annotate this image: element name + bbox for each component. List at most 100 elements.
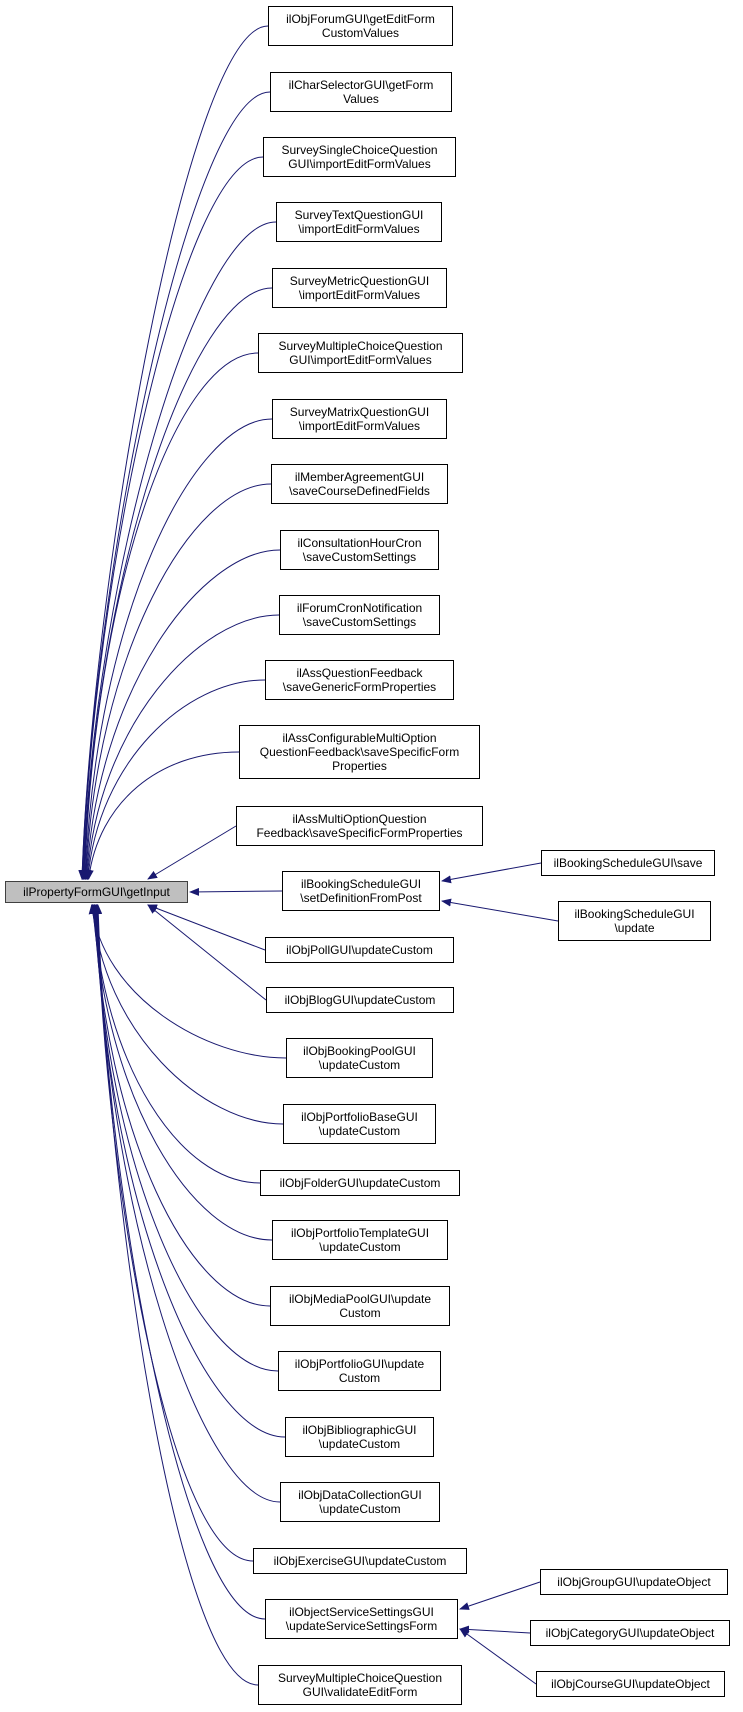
node-label-line: SurveyMatrixQuestionGUI <box>289 405 430 419</box>
node-label-line: GUI\importEditFormValues <box>288 157 431 171</box>
node-label-line: ilBookingScheduleGUI\save <box>553 856 703 870</box>
node-label-line: SurveyMultipleChoiceQuestion <box>277 1671 443 1685</box>
call-edge-n7-to-root <box>82 483 272 880</box>
node-label-line: SurveySingleChoiceQuestion <box>281 143 438 157</box>
caller-function-node[interactable]: ilMemberAgreementGUI\saveCourseDefinedFi… <box>271 464 448 504</box>
call-edge-n15-to-root <box>147 904 267 1001</box>
root-function-node[interactable]: ilPropertyFormGUI\getInput <box>5 881 188 903</box>
node-label-line: Values <box>343 92 379 106</box>
node-label-line: \saveCourseDefinedFields <box>289 484 430 498</box>
caller-function-node[interactable]: ilBookingScheduleGUI\setDefinitionFromPo… <box>282 871 440 911</box>
node-label-line: ilObjGroupGUI\updateObject <box>557 1575 711 1589</box>
caller-function-node[interactable]: ilObjPollGUI\updateCustom <box>265 937 454 963</box>
caller-function-node[interactable]: ilObjDataCollectionGUI\updateCustom <box>280 1482 440 1522</box>
node-label-line: ilAssQuestionFeedback <box>296 666 423 680</box>
node-label-line: ilPropertyFormGUI\getInput <box>23 885 170 899</box>
node-label-line: ilObjPortfolioGUI\update <box>294 1357 425 1371</box>
caller-function-node[interactable]: ilObjPortfolioBaseGUI\updateCustom <box>283 1104 436 1144</box>
node-label-line: Custom <box>338 1371 381 1385</box>
node-label-line: ilObjPortfolioTemplateGUI <box>290 1226 430 1240</box>
caller-function-node[interactable]: ilObjCourseGUI\updateObject <box>536 1671 725 1697</box>
node-label-line: GUI\importEditFormValues <box>289 353 432 367</box>
caller-function-node[interactable]: ilConsultationHourCron\saveCustomSetting… <box>280 530 439 570</box>
node-label-line: \setDefinitionFromPost <box>300 891 422 905</box>
node-label-line: ilObjPortfolioBaseGUI <box>301 1110 418 1124</box>
call-edge-n29-to-n25 <box>459 1581 541 1610</box>
node-label-line: ilObjBibliographicGUI <box>302 1423 417 1437</box>
caller-function-node[interactable]: ilObjFolderGUI\updateCustom <box>260 1170 460 1196</box>
caller-function-node[interactable]: ilObjectServiceSettingsGUI\updateService… <box>265 1599 458 1639</box>
caller-function-node[interactable]: SurveyMatrixQuestionGUI\importEditFormVa… <box>272 399 447 439</box>
node-label-line: \updateCustom <box>318 1437 401 1451</box>
call-edge-n5-to-root <box>80 352 259 880</box>
call-edge-n13-to-root <box>189 887 283 896</box>
node-label-line: ilConsultationHourCron <box>297 536 422 550</box>
node-label-line: ilCharSelectorGUI\getForm <box>288 78 434 92</box>
node-label-line: ilObjBookingPoolGUI <box>303 1044 416 1058</box>
node-label-line: ilObjFolderGUI\updateCustom <box>279 1176 441 1190</box>
node-label-line: ilAssConfigurableMultiOption <box>282 731 437 745</box>
caller-function-node[interactable]: ilObjExerciseGUI\updateCustom <box>253 1548 467 1574</box>
node-label-line: Custom <box>339 1306 381 1320</box>
caller-function-node[interactable]: ilObjBibliographicGUI\updateCustom <box>285 1417 434 1457</box>
call-edge-n14-to-root <box>147 904 266 951</box>
node-label-line: ilObjForumGUI\getEditForm <box>286 12 435 26</box>
caller-function-node[interactable]: ilObjPortfolioTemplateGUI\updateCustom <box>272 1220 448 1260</box>
call-edge-n18-to-root <box>89 904 261 1184</box>
node-label-line: \updateCustom <box>319 1502 401 1516</box>
call-edge-n30-to-n25 <box>459 1625 531 1634</box>
node-label-line: \saveCustomSettings <box>302 615 417 629</box>
caller-function-node[interactable]: ilObjCategoryGUI\updateObject <box>530 1620 730 1646</box>
node-label-line: ilObjCourseGUI\updateObject <box>551 1677 710 1691</box>
call-edge-n11-to-root <box>85 751 240 880</box>
caller-function-node[interactable]: SurveyTextQuestionGUI\importEditFormValu… <box>276 202 442 242</box>
caller-function-node[interactable]: ilBookingScheduleGUI\update <box>558 901 711 941</box>
node-label-line: SurveyMultipleChoiceQuestion <box>278 339 443 353</box>
call-edge-n8-to-root <box>83 549 281 880</box>
call-edge-n16-to-root <box>88 904 287 1059</box>
node-label-line: Properties <box>332 759 387 773</box>
node-label-line: ilObjBlogGUI\updateCustom <box>284 993 436 1007</box>
node-label-line: \updateCustom <box>319 1240 401 1254</box>
node-label-line: ilForumCronNotification <box>296 601 423 615</box>
caller-function-node[interactable]: ilBookingScheduleGUI\save <box>541 850 715 876</box>
caller-function-node[interactable]: ilForumCronNotification\saveCustomSettin… <box>279 595 440 635</box>
node-label-line: \update <box>614 921 655 935</box>
node-label-line: ilMemberAgreementGUI <box>294 470 425 484</box>
caller-function-node[interactable]: ilAssQuestionFeedback\saveGenericFormPro… <box>265 660 454 700</box>
node-label-line: \saveGenericFormProperties <box>282 680 437 694</box>
call-edge-n9-to-root <box>83 614 280 880</box>
node-label-line: \importEditFormValues <box>298 222 420 236</box>
call-edge-n6-to-root <box>81 418 273 880</box>
call-edge-n22-to-root <box>91 904 286 1438</box>
node-label-line: \saveCustomSettings <box>302 550 417 564</box>
caller-function-node[interactable]: ilObjBlogGUI\updateCustom <box>266 987 454 1013</box>
call-edge-n27-to-n13 <box>441 862 542 884</box>
node-label-line: \importEditFormValues <box>298 419 421 433</box>
caller-function-node[interactable]: ilObjGroupGUI\updateObject <box>540 1569 728 1595</box>
caller-function-node[interactable]: ilObjBookingPoolGUI\updateCustom <box>286 1038 433 1078</box>
node-label-line: ilAssMultiOptionQuestion <box>292 812 427 826</box>
call-edge-n12-to-root <box>147 825 237 880</box>
call-edge-n2-to-root <box>78 156 264 880</box>
node-label-line: ilObjMediaPoolGUI\update <box>288 1292 432 1306</box>
node-label-line: \updateServiceSettingsForm <box>285 1619 438 1633</box>
node-label-line: GUI\validateEditForm <box>302 1685 418 1699</box>
call-edge-n25-to-root <box>93 904 266 1620</box>
node-label-line: \importEditFormValues <box>298 288 421 302</box>
node-label-line: ilBookingScheduleGUI <box>574 907 695 921</box>
node-label-line: ilBookingScheduleGUI <box>300 877 422 891</box>
call-edge-n26-to-root <box>94 904 259 1686</box>
node-label-line: \updateCustom <box>318 1124 401 1138</box>
caller-function-node[interactable]: SurveyMetricQuestionGUI\importEditFormVa… <box>272 268 447 308</box>
node-label-line: ilObjExerciseGUI\updateCustom <box>273 1554 447 1568</box>
